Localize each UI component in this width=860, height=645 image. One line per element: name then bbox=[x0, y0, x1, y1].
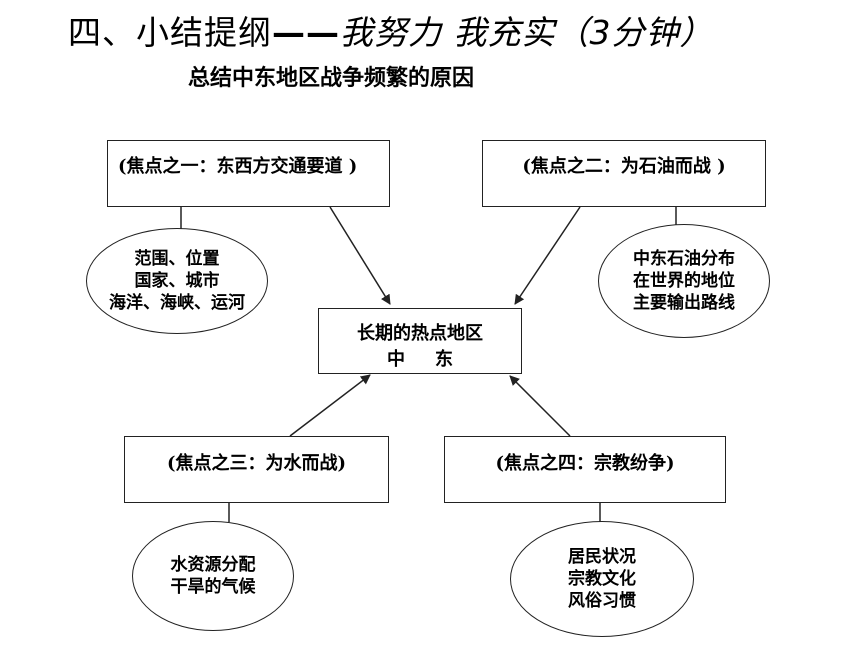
ellipse-2-line: 主要输出路线 bbox=[633, 293, 735, 313]
title-prefix: 四、小结提纲 bbox=[68, 13, 272, 52]
ellipse-4-line: 风俗习惯 bbox=[568, 591, 636, 611]
center-box: 长期的热点地区 中东 bbox=[318, 308, 522, 374]
ellipse-4-line: 宗教文化 bbox=[568, 569, 636, 589]
focus-box-3: (焦点之三：为水而战) bbox=[124, 436, 389, 503]
arrow-focus1-to-center bbox=[329, 206, 391, 305]
ellipse-2-line: 在世界的地位 bbox=[633, 271, 735, 291]
focus-box-1-label: (焦点之一：东西方交通要道 ) bbox=[118, 156, 358, 177]
title-emphasis: 我努力 我充实（3分钟） bbox=[340, 13, 714, 52]
ellipse-4-line: 居民状况 bbox=[568, 547, 636, 567]
title-dash: —— bbox=[272, 13, 340, 52]
ellipse-1-line: 海洋、海峡、运河 bbox=[109, 293, 245, 313]
ellipse-3-line: 水资源分配 bbox=[170, 555, 256, 575]
focus-box-2-label: (焦点之二：为石油而战 ) bbox=[522, 156, 726, 177]
center-box-line2: 中东 bbox=[387, 349, 483, 370]
ellipse-2: 中东石油分布 在世界的地位 主要输出路线 bbox=[598, 224, 770, 338]
ellipse-2-line: 中东石油分布 bbox=[633, 249, 735, 269]
ellipse-4: 居民状况 宗教文化 风俗习惯 bbox=[510, 521, 694, 637]
arrow-focus3-to-center bbox=[289, 374, 371, 437]
center-box-line1: 长期的热点地区 bbox=[357, 323, 483, 344]
focus-box-2: (焦点之二：为石油而战 ) bbox=[482, 140, 766, 207]
ellipse-1-line: 范围、位置 bbox=[134, 249, 220, 269]
ellipse-3-line: 干旱的气候 bbox=[170, 577, 256, 597]
ellipse-1-line: 国家、城市 bbox=[134, 271, 220, 291]
focus-box-4-label: (焦点之四：宗教纷争) bbox=[495, 453, 675, 474]
arrow-focus2-to-center bbox=[514, 206, 581, 305]
focus-box-3-label: (焦点之三：为水而战) bbox=[166, 453, 347, 474]
ellipse-1: 范围、位置 国家、城市 海洋、海峡、运河 bbox=[86, 228, 268, 334]
slide-title: 四、小结提纲——我努力 我充实（3分钟） bbox=[68, 6, 714, 54]
focus-box-1: (焦点之一：东西方交通要道 ) bbox=[107, 140, 390, 207]
slide-subtitle: 总结中东地区战争频繁的原因 bbox=[188, 66, 475, 91]
arrow-focus4-to-center bbox=[509, 375, 571, 437]
ellipse-3: 水资源分配 干旱的气候 bbox=[132, 521, 294, 631]
focus-box-4: (焦点之四：宗教纷争) bbox=[444, 436, 726, 503]
